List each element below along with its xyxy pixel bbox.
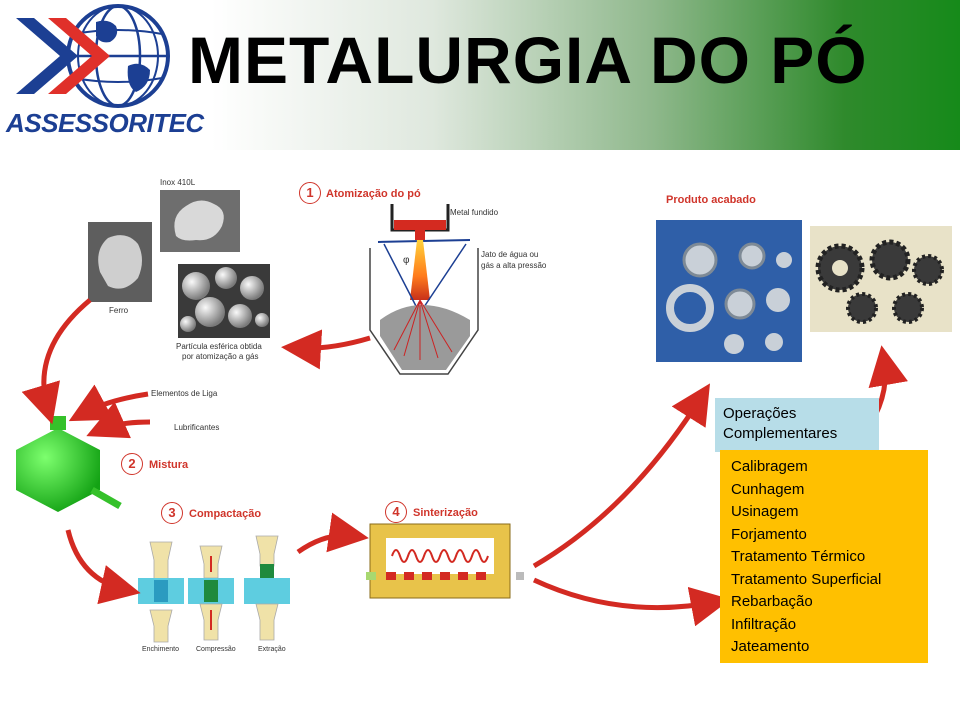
list-item: Usinagem — [731, 503, 799, 520]
atomizer-illustration — [369, 204, 479, 375]
arrow-powder-to-mixer — [21, 298, 92, 425]
step-title-atomization: Atomização do pó — [326, 188, 421, 200]
diagram-graphics — [16, 190, 952, 643]
step-title-sintering: Sinterização — [413, 507, 478, 519]
arrow-atomization-to-powder — [281, 329, 371, 370]
list-item: Infiltração — [731, 615, 797, 633]
sintered-gears-image — [810, 226, 952, 332]
company-logo: ASSESSORITEC — [0, 0, 204, 150]
compaction-label-extraction: Extração — [258, 646, 286, 653]
arrow-lubricant-to-mixer — [86, 401, 151, 439]
arrow-compaction-to-sintering — [296, 512, 369, 555]
step-title-mixing: Mistura — [149, 459, 189, 471]
page-title: METALURGIA DO PÓ — [188, 23, 868, 97]
inox-powder-image — [160, 190, 240, 252]
arrow-mixer-to-compaction — [65, 529, 141, 605]
spherical-particles-image — [178, 264, 270, 338]
arrow-sintering-to-operations — [532, 577, 731, 627]
list-item: Cunhagem — [731, 480, 805, 498]
step-number-2: 2 — [121, 453, 143, 475]
lubricants-label: Lubrificantes — [174, 423, 220, 432]
ops-heading-line-2: Complementares — [723, 425, 838, 442]
step-number-1: 1 — [299, 182, 321, 204]
compaction-molds — [138, 535, 290, 643]
list-item: Rebarbação — [731, 593, 813, 610]
globe-icon — [16, 4, 170, 108]
alloy-elements-label: Elementos de Liga — [151, 389, 218, 398]
list-item: Tratamento Térmico — [731, 548, 866, 565]
compaction-label-filling: Enchimento — [142, 646, 179, 653]
jet-label-1: Jato de água ou — [481, 250, 539, 259]
complementary-operations-list: Calibragem Cunhagem Usinagem Forjamento … — [720, 450, 928, 663]
compaction-label-compression: Compressão — [196, 646, 236, 653]
inox-label: Inox 410L — [160, 178, 196, 187]
iron-powder-image — [88, 222, 152, 302]
step-number-3: 3 — [161, 502, 183, 524]
header-banner: ASSESSORITEC METALURGIA DO PÓ — [0, 0, 960, 150]
list-item: Tratamento Superficial — [731, 570, 882, 588]
phi-symbol: φ — [403, 255, 410, 266]
list-item: Forjamento — [731, 525, 807, 543]
finished-product-title: Produto acabado — [666, 194, 756, 206]
list-item: Calibragem — [731, 458, 808, 475]
logo-text: ASSESSORITEC — [6, 108, 204, 138]
spherical-label-1: Partícula esférica obtida — [176, 342, 262, 351]
jet-label-2: gás a alta pressão — [481, 261, 547, 270]
list-item: Jateamento — [731, 638, 810, 655]
ferro-label: Ferro — [109, 306, 129, 315]
arrow-alloy-to-mixer — [68, 384, 149, 422]
complementary-operations-heading: Operações Complementares — [715, 398, 879, 452]
ops-heading-line-1: Operações — [723, 405, 797, 422]
step-number-4: 4 — [385, 501, 407, 523]
arrow-sintering-to-product — [532, 383, 711, 569]
finished-parts-image — [656, 220, 802, 362]
sintering-furnace — [366, 523, 524, 599]
spherical-label-2: por atomização a gás — [182, 352, 259, 361]
molten-metal-label: Metal fundido — [450, 208, 499, 217]
process-diagram: Inox 410L Ferro Partícula esférica obtid… — [0, 160, 960, 720]
step-title-compaction: Compactação — [189, 508, 262, 520]
